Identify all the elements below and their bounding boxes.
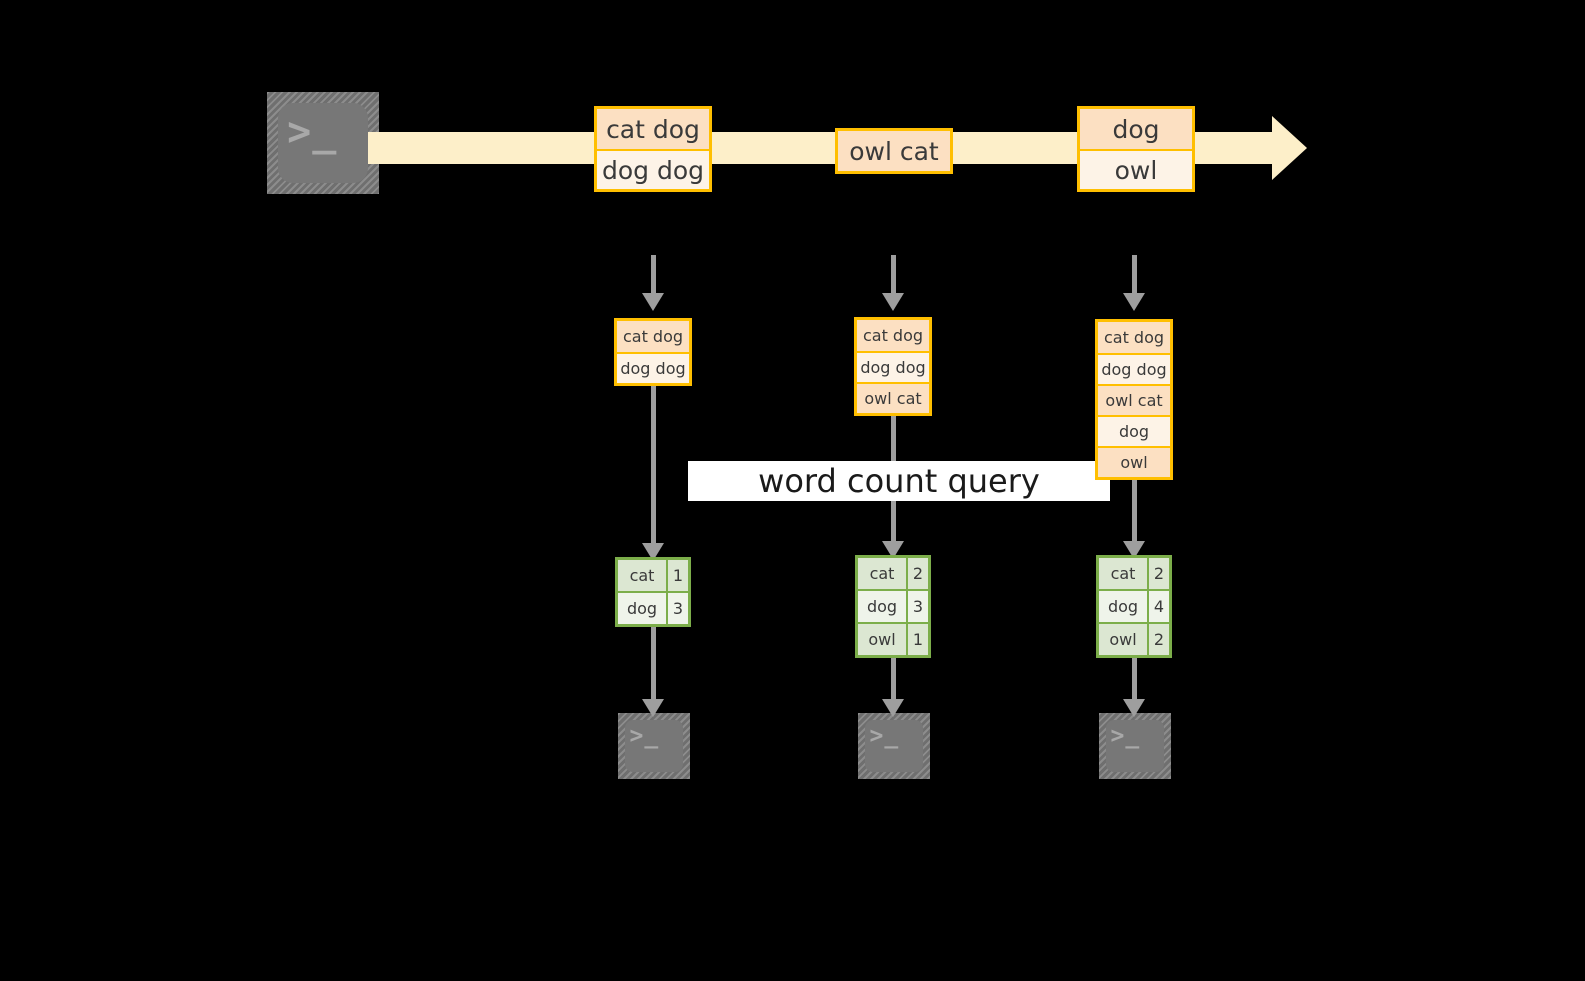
terminal-prompt-glyph: >_ — [287, 109, 338, 156]
snapshot-line: dog — [1098, 415, 1170, 446]
table-row: dog 4 — [1099, 589, 1169, 622]
arrow-line-snapshot-1-in — [651, 255, 656, 295]
snapshot-line: owl cat — [1098, 384, 1170, 415]
result-count: 2 — [1147, 558, 1169, 589]
arrow-head-snapshot-2-out — [882, 699, 904, 717]
result-count: 3 — [666, 593, 688, 624]
arrow-line-snapshot-1-query — [651, 382, 656, 545]
snapshot-line: cat dog — [1098, 322, 1170, 353]
snapshot-line: cat dog — [617, 321, 689, 352]
event-line: owl cat — [838, 131, 950, 171]
arrow-line-snapshot-3-out — [1132, 652, 1137, 701]
result-word: dog — [858, 591, 906, 622]
snapshot-1-input-table: cat dog dog dog — [614, 318, 692, 386]
arrow-head-snapshot-1-out — [642, 699, 664, 717]
result-count: 4 — [1147, 591, 1169, 622]
snapshot-1-result-table: cat 1 dog 3 — [615, 557, 691, 627]
table-row: cat 1 — [618, 560, 688, 591]
query-label-text: word count query — [758, 462, 1040, 500]
result-word: dog — [1099, 591, 1147, 622]
table-row: dog 3 — [858, 589, 928, 622]
terminal-prompt-glyph: >_ — [629, 722, 660, 749]
table-row: owl 2 — [1099, 622, 1169, 655]
table-row: cat 2 — [1099, 558, 1169, 589]
query-label-band: word count query — [688, 461, 1110, 501]
result-count: 3 — [906, 591, 928, 622]
snapshot-2-result-table: cat 2 dog 3 owl 1 — [855, 555, 931, 658]
snapshot-line: dog dog — [1098, 353, 1170, 384]
snapshot-line: dog dog — [617, 352, 689, 383]
result-word: cat — [618, 560, 666, 591]
arrow-line-snapshot-1-out — [651, 622, 656, 701]
terminal-screen — [625, 720, 683, 772]
terminal-icon-sink-1: >_ — [618, 713, 690, 779]
arrow-head-snapshot-2-in — [882, 293, 904, 311]
terminal-screen — [1106, 720, 1164, 772]
arrow-line-snapshot-3-query — [1132, 475, 1137, 543]
stream-event-3: dog owl — [1077, 106, 1195, 192]
snapshot-line: dog dog — [857, 351, 929, 382]
snapshot-line: cat dog — [857, 320, 929, 351]
result-word: cat — [858, 558, 906, 589]
arrow-head-snapshot-3-query — [1123, 541, 1145, 559]
arrow-line-snapshot-2-in — [891, 255, 896, 295]
result-word: owl — [858, 624, 906, 655]
terminal-prompt-glyph: >_ — [1110, 722, 1141, 749]
stream-event-2: owl cat — [835, 128, 953, 174]
terminal-icon-sink-2: >_ — [858, 713, 930, 779]
table-row: cat 2 — [858, 558, 928, 589]
event-line: dog dog — [597, 149, 709, 189]
table-row: owl 1 — [858, 622, 928, 655]
result-count: 2 — [906, 558, 928, 589]
result-count: 1 — [666, 560, 688, 591]
arrow-line-snapshot-3-in — [1132, 255, 1137, 295]
event-line: cat dog — [597, 109, 709, 149]
table-row: dog 3 — [618, 591, 688, 624]
snapshot-2-input-table: cat dog dog dog owl cat — [854, 317, 932, 416]
snapshot-3-input-table: cat dog dog dog owl cat dog owl — [1095, 319, 1173, 480]
result-word: cat — [1099, 558, 1147, 589]
arrow-head-snapshot-3-in — [1123, 293, 1145, 311]
event-line: dog — [1080, 109, 1192, 149]
arrow-head-snapshot-2-query — [882, 541, 904, 559]
result-word: dog — [618, 593, 666, 624]
terminal-icon-source: >_ — [267, 92, 379, 194]
result-word: owl — [1099, 624, 1147, 655]
arrow-head-snapshot-1-query — [642, 543, 664, 561]
result-count: 2 — [1147, 624, 1169, 655]
terminal-icon-sink-3: >_ — [1099, 713, 1171, 779]
snapshot-line: owl — [1098, 446, 1170, 477]
terminal-screen — [865, 720, 923, 772]
stream-arrow-head — [1272, 116, 1307, 180]
terminal-screen — [278, 103, 368, 183]
terminal-prompt-glyph: >_ — [869, 722, 900, 749]
snapshot-line: owl cat — [857, 382, 929, 413]
event-line: owl — [1080, 149, 1192, 189]
stream-event-1: cat dog dog dog — [594, 106, 712, 192]
arrow-line-snapshot-2-out — [891, 652, 896, 701]
snapshot-3-result-table: cat 2 dog 4 owl 2 — [1096, 555, 1172, 658]
arrow-head-snapshot-1-in — [642, 293, 664, 311]
arrow-head-snapshot-3-out — [1123, 699, 1145, 717]
result-count: 1 — [906, 624, 928, 655]
